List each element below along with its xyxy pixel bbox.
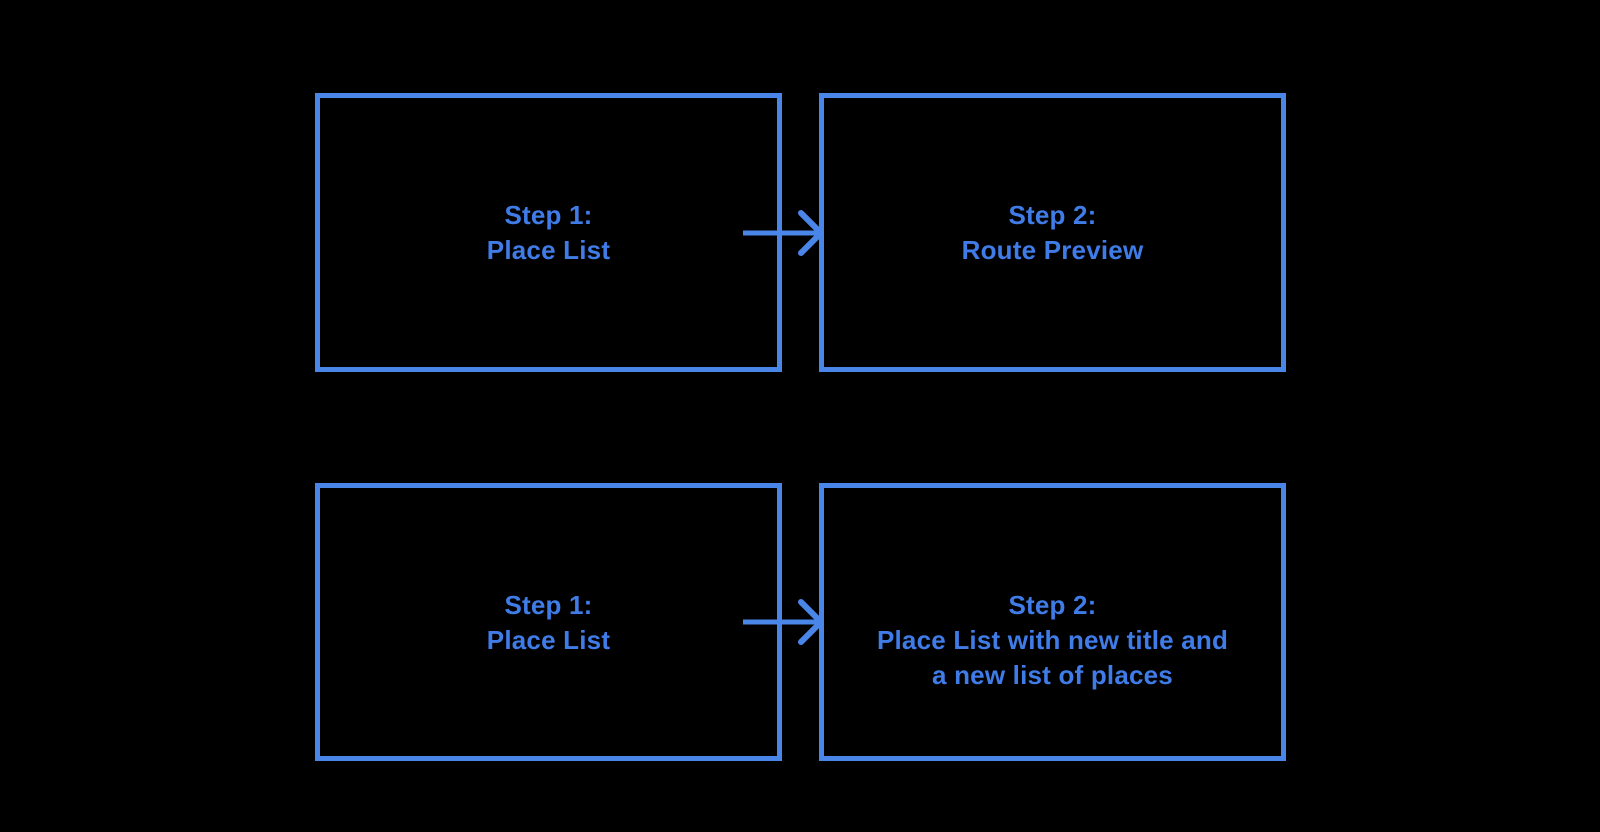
flow-arrow-row1 — [743, 210, 824, 256]
flow-box-label: Step 2: Route Preview — [828, 198, 1277, 268]
box-label-line: Place List with new title and — [876, 625, 1229, 655]
flow-arrow-row2 — [743, 599, 824, 645]
box-label-line: Place List — [486, 235, 611, 265]
flow-box-label: Step 1: Place List — [324, 198, 773, 268]
box-label-line: Step 2: — [1008, 200, 1097, 230]
box-label-line: Step 2: — [1008, 590, 1097, 620]
box-label-line: a new list of places — [932, 660, 1173, 690]
flow-box-row1-step1: Step 1: Place List — [315, 93, 782, 372]
box-label-line: Step 1: — [504, 200, 593, 230]
flow-box-row2-step2: Step 2: Place List with new title and a … — [819, 483, 1286, 761]
box-label-line: Step 1: — [504, 590, 593, 620]
flow-box-row1-step2: Step 2: Route Preview — [819, 93, 1286, 372]
flow-box-row2-step1: Step 1: Place List — [315, 483, 782, 761]
box-label-line: Route Preview — [961, 235, 1144, 265]
flow-box-label: Step 1: Place List — [324, 588, 773, 658]
box-label-line: Place List — [486, 625, 611, 655]
flow-box-label: Step 2: Place List with new title and a … — [828, 588, 1277, 693]
